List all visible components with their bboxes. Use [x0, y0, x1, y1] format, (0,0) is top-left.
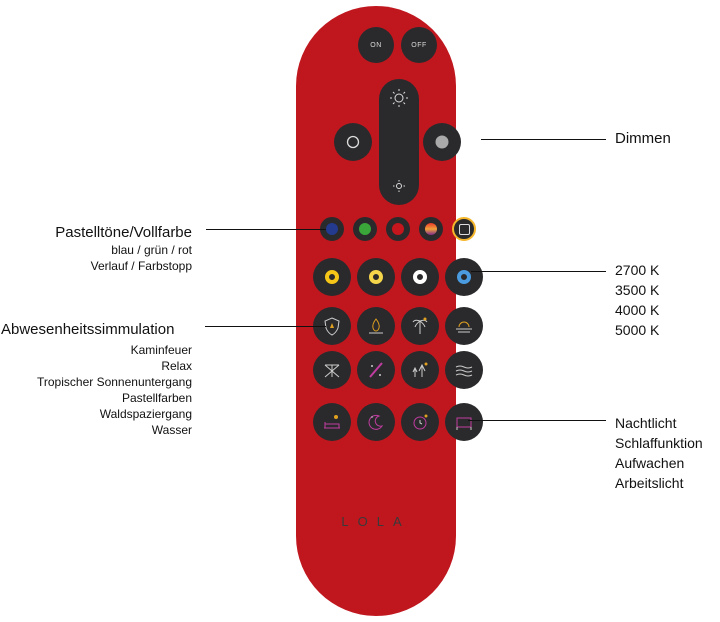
red-dot-icon	[392, 223, 404, 235]
night-item: Arbeitslicht	[615, 475, 684, 491]
ring-white-icon	[413, 270, 427, 284]
temp-5000-button[interactable]	[445, 258, 483, 296]
color-button-stop[interactable]	[452, 217, 476, 241]
scene-button-forest[interactable]	[401, 351, 439, 389]
circle-filled-icon	[435, 135, 449, 149]
circle-outline-icon	[346, 135, 360, 149]
tree-path-icon	[369, 362, 383, 378]
sunset-icon	[456, 321, 472, 333]
night-item: Schlaffunktion	[615, 435, 703, 451]
pastell-sub-list: blau / grün / rot Verlauf / Farbstopp	[91, 242, 192, 274]
abwesenheit-pointer-line	[205, 326, 326, 327]
night-button-nightlight[interactable]	[313, 403, 351, 441]
scene-button-walk[interactable]	[357, 351, 395, 389]
green-dot-icon	[359, 223, 371, 235]
night-list: Nachtlicht Schlaffunktion Aufwachen Arbe…	[615, 413, 703, 493]
remote-control: ON OFF	[296, 6, 483, 616]
temp-item: 3500 K	[615, 282, 660, 298]
abwesenheit-title: Abwesenheitssimmulation	[1, 321, 175, 338]
scene-button-sunset[interactable]	[445, 307, 483, 345]
temp-item: 2700 K	[615, 262, 660, 278]
scene-button-water[interactable]	[445, 351, 483, 389]
night-button-wakeup[interactable]	[401, 403, 439, 441]
shield-icon	[324, 317, 340, 336]
sun-large-icon	[390, 89, 408, 107]
abwesenheit-sub-item: Waldspaziergang	[99, 407, 192, 421]
alarm-clock-icon	[413, 414, 428, 430]
moon-icon	[368, 414, 384, 430]
blue-dot-icon	[326, 223, 338, 235]
scene-button-pastel[interactable]	[313, 351, 351, 389]
fire-icon	[369, 318, 383, 334]
pastell-pointer-line	[206, 229, 326, 230]
night-item: Aufwachen	[615, 455, 685, 471]
dimmer-slider[interactable]	[379, 79, 419, 205]
dim-down-button[interactable]	[334, 123, 372, 161]
pastell-title: Pastelltöne/Vollfarbe	[55, 224, 192, 241]
dimmen-label: Dimmen	[615, 130, 671, 147]
scene-button-fireplace[interactable]	[357, 307, 395, 345]
ring-blue-icon	[457, 270, 471, 284]
off-label: OFF	[411, 41, 427, 49]
abwesenheit-sub-item: Tropischer Sonnenuntergang	[37, 375, 192, 389]
forest-icon	[412, 362, 428, 377]
temp-item: 5000 K	[615, 322, 660, 338]
sun-small-icon	[393, 180, 405, 192]
work-bed-icon	[456, 417, 472, 430]
temp-list: 2700 K 3500 K 4000 K 5000 K	[615, 260, 659, 340]
color-button-red[interactable]	[386, 217, 410, 241]
on-label: ON	[370, 41, 382, 49]
pastell-sub-item: Verlauf / Farbstopp	[90, 259, 192, 273]
abwesenheit-sub-list: Kaminfeuer Relax Tropischer Sonnenunterg…	[37, 342, 192, 438]
abwesenheit-sub-item: Wasser	[151, 423, 192, 437]
on-button[interactable]: ON	[358, 27, 394, 63]
night-button-worklight[interactable]	[445, 403, 483, 441]
pastell-sub-item: blau / grün / rot	[111, 243, 192, 257]
stop-square-icon	[458, 223, 470, 235]
temp-3500-button[interactable]	[357, 258, 395, 296]
night-item: Nachtlicht	[615, 415, 677, 431]
temp-2700-button[interactable]	[313, 258, 351, 296]
dimmen-pointer-line	[481, 139, 606, 140]
brightness-icons	[390, 89, 408, 192]
brand-logo: LOLA	[341, 514, 411, 529]
ring-lightyellow-icon	[369, 270, 383, 284]
night-button-sleep[interactable]	[357, 403, 395, 441]
abwesenheit-sub-item: Kaminfeuer	[130, 343, 192, 357]
color-button-green[interactable]	[353, 217, 377, 241]
abwesenheit-sub-item: Pastellfarben	[121, 391, 192, 405]
color-button-blue[interactable]	[320, 217, 344, 241]
gradient-dot-icon	[425, 223, 437, 235]
off-button[interactable]: OFF	[401, 27, 437, 63]
dim-up-button[interactable]	[423, 123, 461, 161]
night-pointer-line	[468, 420, 606, 421]
palm-icon	[412, 317, 428, 334]
ring-yellow-icon	[325, 270, 339, 284]
temp-item: 4000 K	[615, 302, 660, 318]
abwesenheit-sub-item: Relax	[161, 359, 192, 373]
water-icon	[455, 365, 473, 377]
temp-pointer-line	[471, 271, 606, 272]
scene-button-relax[interactable]	[401, 307, 439, 345]
color-button-gradient[interactable]	[419, 217, 443, 241]
bed-lamp-icon	[324, 415, 340, 429]
pastel-icon	[324, 364, 340, 378]
temp-4000-button[interactable]	[401, 258, 439, 296]
